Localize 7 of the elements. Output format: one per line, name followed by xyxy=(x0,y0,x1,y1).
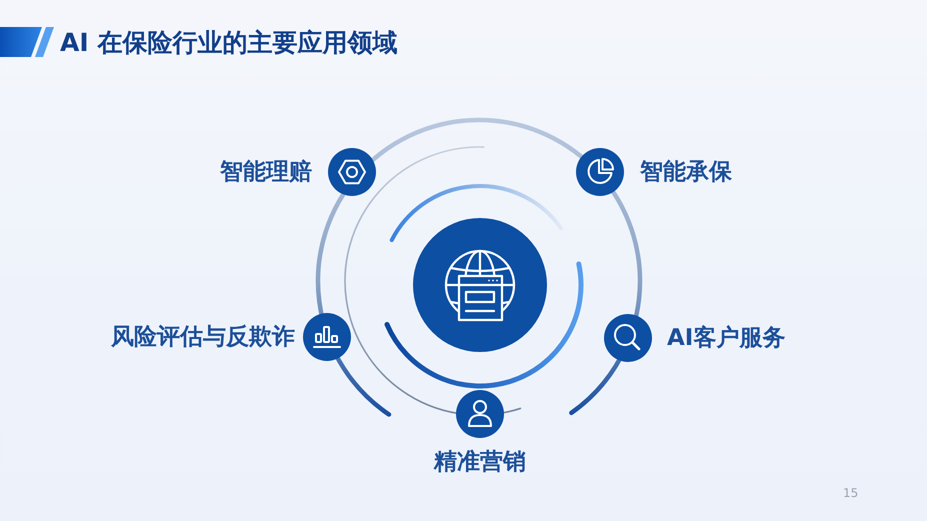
application-area-label: 精准营销 xyxy=(434,448,526,476)
page-number: 15 xyxy=(843,486,858,500)
application-area-label: AI客户服务 xyxy=(667,324,786,352)
application-area-label: 智能承保 xyxy=(640,158,732,186)
slide-title: AI 在保险行业的主要应用领域 xyxy=(60,27,398,59)
application-area-label: 风险评估与反欺诈 xyxy=(111,323,295,351)
application-area-label: 智能理赔 xyxy=(220,158,312,186)
